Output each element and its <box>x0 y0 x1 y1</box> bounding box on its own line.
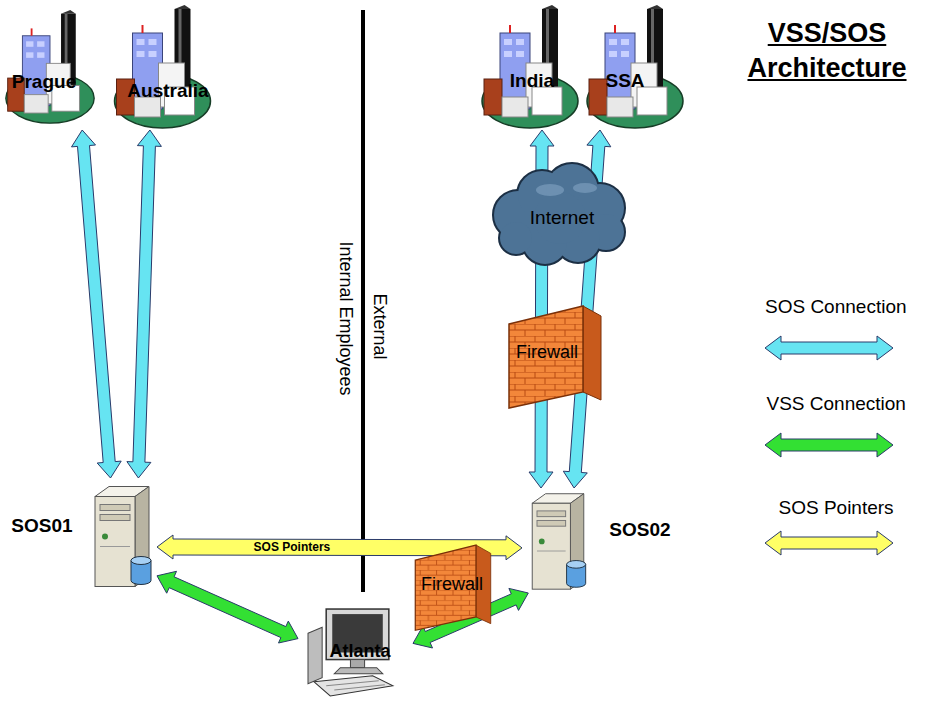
city-icon-drawing <box>110 5 215 130</box>
server-drawing <box>522 488 594 593</box>
legend-swatch <box>762 333 896 363</box>
zone-label: External <box>369 293 390 359</box>
legend-swatch <box>762 528 896 558</box>
node-label: Atlanta <box>329 641 390 662</box>
node-label: India <box>510 70 554 92</box>
edge-label: SOS Pointers <box>251 540 334 554</box>
node-label: Prague <box>12 71 76 93</box>
legend-swatch <box>762 430 896 460</box>
zone-label: Internal Employees <box>335 241 356 395</box>
legend-label: VSS Connection <box>767 393 906 415</box>
legend-label: SOS Connection <box>765 296 907 318</box>
server: SOS01 <box>2 478 157 593</box>
server-drawing <box>87 478 157 593</box>
internal-external-divider <box>361 10 365 592</box>
node-label: SOS01 <box>11 515 72 537</box>
server: SOS02 <box>522 488 680 593</box>
city-icon: India <box>480 5 580 130</box>
city-icon: SSA <box>585 5 685 130</box>
firewall: Firewall <box>412 540 494 632</box>
workstation: Atlanta <box>298 605 413 701</box>
city-icon-drawing <box>480 5 580 130</box>
city-icon: Prague <box>4 5 96 130</box>
connection-arrow <box>157 571 298 643</box>
city-icon: Australia <box>110 5 215 130</box>
internet-cloud: Internet <box>490 160 630 265</box>
diagram-title: VSS/SOS Architecture <box>722 16 927 85</box>
connection-arrow <box>72 130 122 478</box>
node-label: Firewall <box>516 342 578 363</box>
node-label: Internet <box>530 207 594 229</box>
node-label: SOS02 <box>609 519 670 541</box>
firewall: Firewall <box>505 300 605 410</box>
node-label: Firewall <box>421 574 483 595</box>
node-label: Australia <box>127 80 208 102</box>
node-label: SSA <box>605 70 644 92</box>
legend-label: SOS Pointers <box>779 497 894 519</box>
city-icon-drawing <box>4 5 96 130</box>
city-icon-drawing <box>585 5 685 130</box>
connection-arrow <box>127 130 161 478</box>
